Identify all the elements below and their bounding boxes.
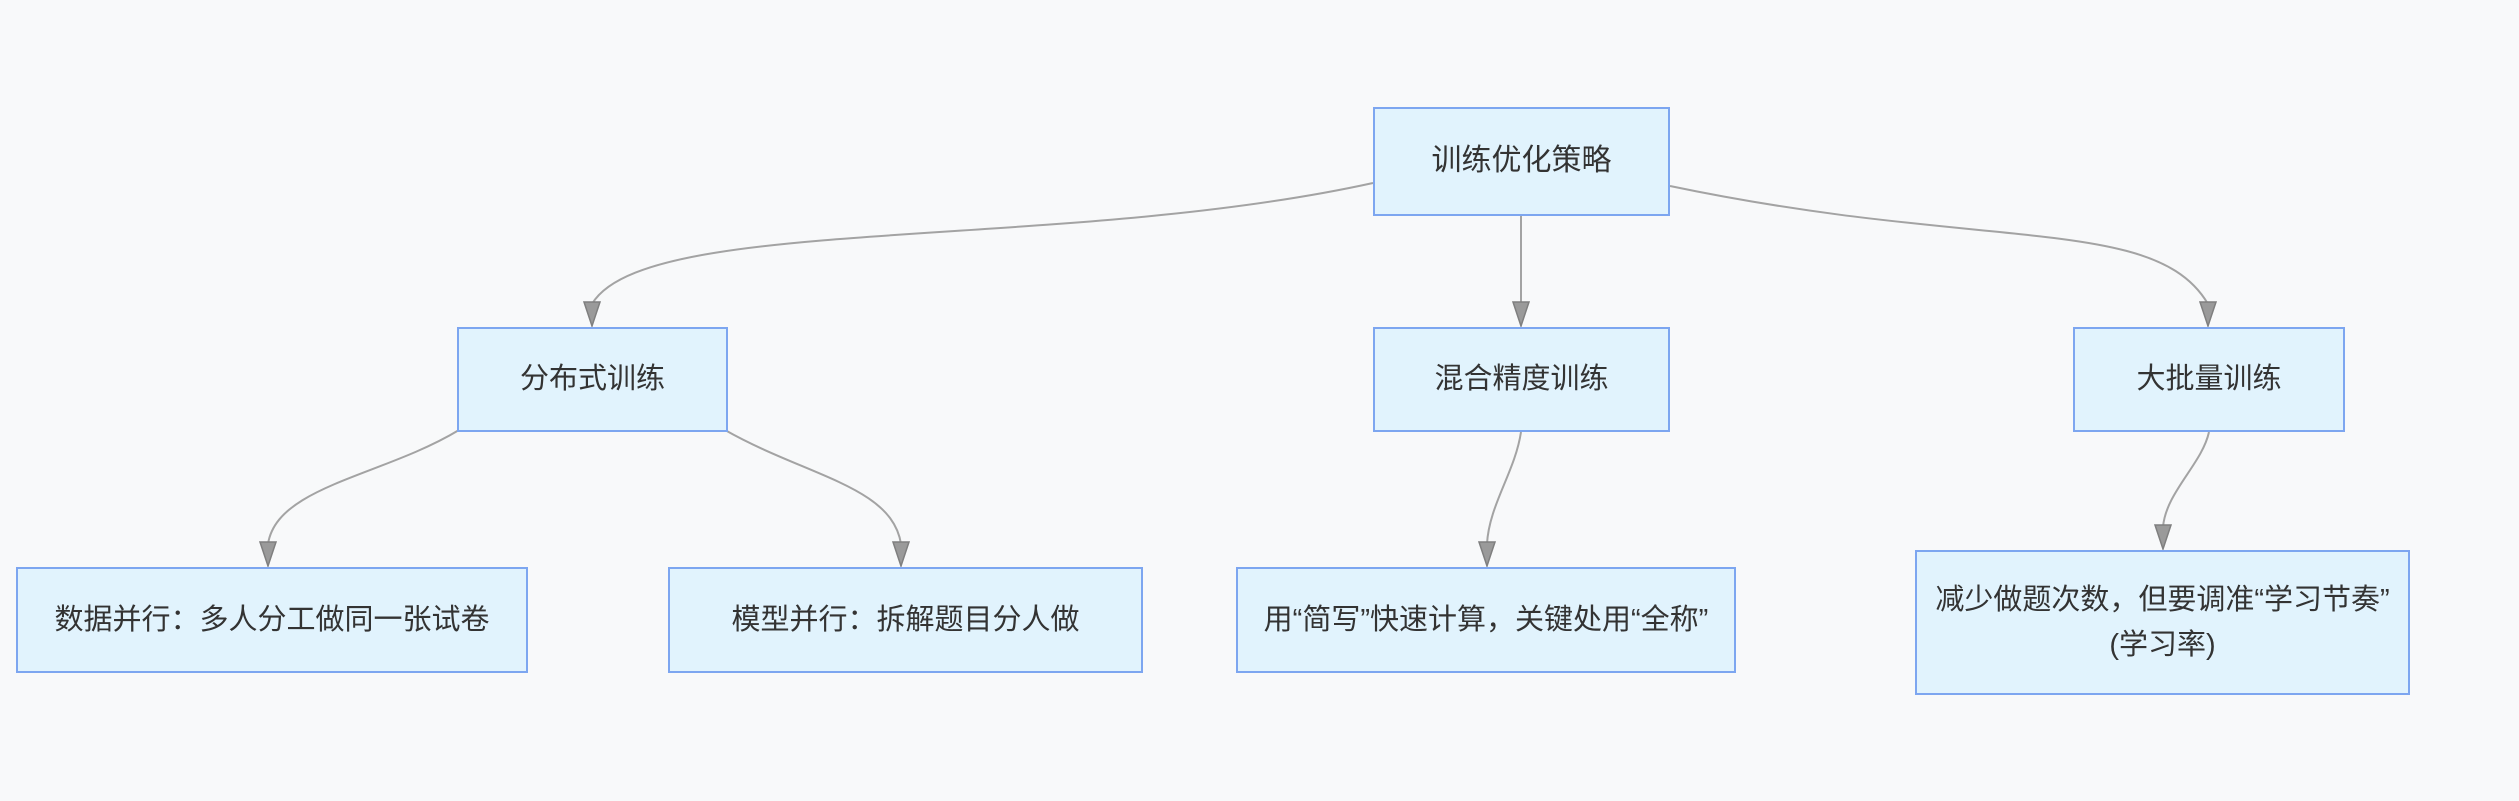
edge-distributed-data-parallel bbox=[267, 429, 460, 545]
node-label-line1: 减少做题次数，但要调准“学习节奏” bbox=[1935, 583, 2390, 616]
node-learning-rate-detail: 减少做题次数，但要调准“学习节奏” (学习率) bbox=[1915, 550, 2410, 695]
arrowhead-model-parallel bbox=[891, 541, 911, 569]
node-data-parallelism: 数据并行：多人分工做同一张试卷 bbox=[16, 567, 528, 673]
node-distributed-training: 分布式训练 bbox=[457, 327, 728, 432]
arrowhead-data-parallel bbox=[258, 541, 278, 569]
node-mixed-precision-training: 混合精度训练 bbox=[1373, 327, 1670, 432]
arrowhead-lr-detail bbox=[2153, 524, 2173, 552]
node-label: 数据并行：多人分工做同一张试卷 bbox=[54, 603, 490, 636]
arrowhead-distributed bbox=[582, 301, 602, 329]
node-model-parallelism: 模型并行：拆解题目分人做 bbox=[668, 567, 1143, 673]
arrowhead-amp-detail bbox=[1477, 541, 1497, 569]
node-label: 分布式训练 bbox=[519, 363, 665, 396]
arrowhead-mixed-precision bbox=[1511, 301, 1531, 329]
node-amp-detail: 用“简写”快速计算，关键处用“全称” bbox=[1236, 567, 1736, 673]
node-label: 训练优化策略 bbox=[1431, 144, 1612, 178]
node-training-optimization-strategy: 训练优化策略 bbox=[1373, 107, 1670, 216]
edge-mixed-precision-amp-detail bbox=[1486, 431, 1522, 545]
edge-root-large-batch bbox=[1669, 185, 2209, 305]
node-label: 混合精度训练 bbox=[1434, 363, 1609, 396]
edge-large-batch-lr-detail bbox=[2162, 431, 2210, 528]
node-label-line2: (学习率) bbox=[2109, 628, 2216, 661]
edge-root-distributed bbox=[591, 182, 1374, 305]
edge-distributed-model-parallel bbox=[724, 429, 902, 545]
node-large-batch-training: 大批量训练 bbox=[2073, 327, 2345, 432]
node-label: 用“简写”快速计算，关键处用“全称” bbox=[1263, 603, 1709, 636]
arrowhead-large-batch bbox=[2198, 301, 2218, 329]
node-label: 大批量训练 bbox=[2136, 363, 2282, 396]
node-label: 模型并行：拆解题目分人做 bbox=[731, 603, 1080, 636]
